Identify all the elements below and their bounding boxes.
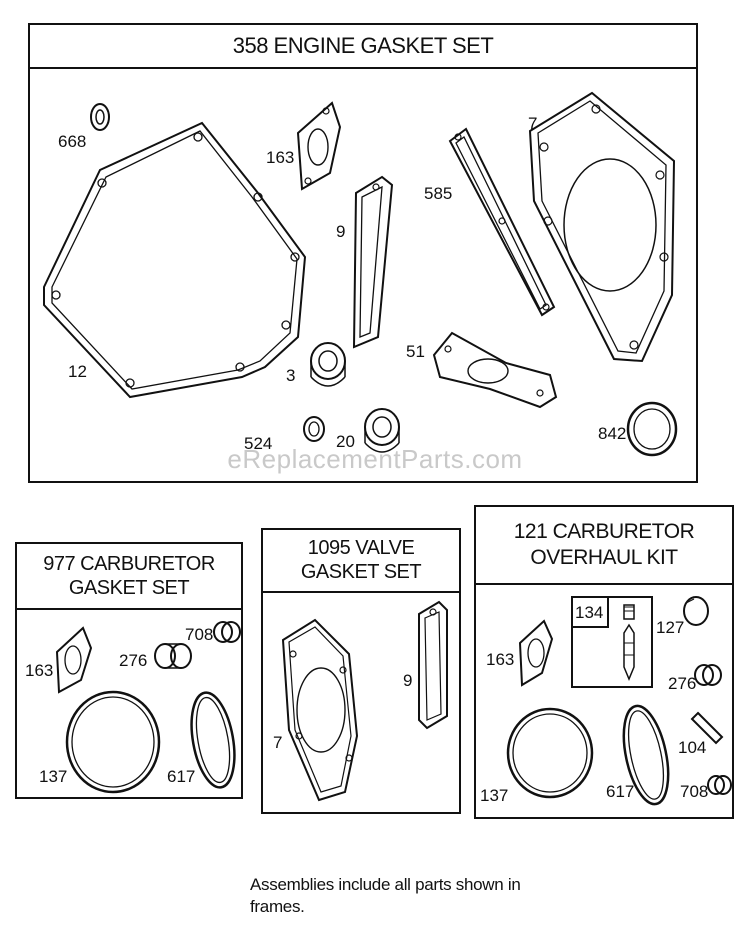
assemblies-note-line2: frames. xyxy=(250,897,305,916)
part-label-12: 12 xyxy=(68,362,87,381)
part-label-7: 7 xyxy=(528,114,537,133)
part-label-842: 842 xyxy=(598,424,626,443)
part-label-7: 7 xyxy=(273,733,282,752)
carburetor-overhaul-kit-title: 121 CARBURETOR OVERHAUL KIT xyxy=(476,507,732,585)
valve-gasket-set-title: 1095 VALVE GASKET SET xyxy=(263,530,459,593)
part-label-137: 137 xyxy=(39,767,67,786)
part-label-137: 137 xyxy=(480,786,508,805)
carburetor-overhaul-kit-frame: 121 CARBURETOR OVERHAUL KIT 134 127 163 xyxy=(474,505,734,819)
subkit-label-134: 134 xyxy=(575,603,603,622)
engine-gasket-set-title: 358 ENGINE GASKET SET xyxy=(30,25,696,69)
part-617-gasket-ring-icon[interactable] xyxy=(185,689,241,790)
carburetor-overhaul-kit-drawing: 134 127 163 276 104 137 xyxy=(480,596,732,808)
part-20-oil-seal-icon[interactable] xyxy=(364,408,400,453)
part-label-163: 163 xyxy=(486,650,514,669)
part-label-708: 708 xyxy=(680,782,708,801)
part-163-carburetor-gasket-icon[interactable] xyxy=(296,101,342,191)
part-137-gasket-ring-icon[interactable] xyxy=(65,690,161,794)
part-label-51: 51 xyxy=(406,342,425,361)
part-label-668: 668 xyxy=(58,132,86,151)
part-104-pin-icon[interactable] xyxy=(690,711,724,745)
part-276-seal-icon[interactable] xyxy=(694,664,722,686)
part-label-163: 163 xyxy=(25,661,53,680)
assemblies-note: Assemblies include all parts shown in fr… xyxy=(250,874,550,918)
part-label-276: 276 xyxy=(668,674,696,693)
part-3-oil-seal-icon[interactable] xyxy=(310,342,346,387)
part-label-524: 524 xyxy=(244,434,272,453)
part-label-127: 127 xyxy=(656,618,684,637)
part-9-valve-cover-gasket-icon[interactable] xyxy=(352,175,394,349)
valve-gasket-set-frame: 1095 VALVE GASKET SET 7 9 xyxy=(261,528,461,814)
part-9-valve-cover-gasket-icon[interactable] xyxy=(418,600,448,730)
watermark: eReplacementParts.com xyxy=(227,444,523,474)
part-163-carburetor-gasket-icon[interactable] xyxy=(55,626,93,694)
engine-gasket-set-drawing: 668 12 163 9 xyxy=(43,91,678,457)
carburetor-gasket-set-frame: 977 CARBURETOR GASKET SET 163 276 708 13… xyxy=(15,542,243,799)
part-127-welch-plug-icon[interactable] xyxy=(683,596,709,626)
part-label-3: 3 xyxy=(286,366,295,385)
part-label-708: 708 xyxy=(185,625,213,644)
part-label-20: 20 xyxy=(336,432,355,451)
part-668-seal-icon[interactable] xyxy=(90,103,110,131)
part-708-seal-icon[interactable] xyxy=(707,775,732,795)
part-label-617: 617 xyxy=(167,767,195,786)
part-163-carburetor-gasket-icon[interactable] xyxy=(518,619,554,687)
part-137-gasket-ring-icon[interactable] xyxy=(506,707,594,799)
part-label-104: 104 xyxy=(678,738,706,757)
part-12-crankcase-gasket-icon[interactable] xyxy=(43,121,307,399)
carburetor-gasket-set-drawing: 163 276 708 137 617 xyxy=(25,621,241,794)
assemblies-note-line1: Assemblies include all parts shown in xyxy=(250,875,521,894)
part-524-seal-icon[interactable] xyxy=(303,416,325,442)
part-needle-valve-icon[interactable] xyxy=(623,604,635,681)
part-708-seal-icon[interactable] xyxy=(213,621,241,643)
engine-gasket-set-frame: 358 ENGINE GASKET SET 668 12 xyxy=(28,23,698,483)
valve-gasket-set-drawing: 7 9 xyxy=(273,600,448,802)
part-label-163: 163 xyxy=(266,148,294,167)
part-label-9: 9 xyxy=(403,671,412,690)
subkit-134-frame xyxy=(571,596,653,688)
part-617-gasket-ring-icon[interactable] xyxy=(616,702,676,808)
part-label-585: 585 xyxy=(424,184,452,203)
part-7-cylinder-head-gasket-icon[interactable] xyxy=(281,618,359,802)
part-51-exhaust-gasket-icon[interactable] xyxy=(432,331,558,409)
part-7-cylinder-head-gasket-icon[interactable] xyxy=(528,91,676,363)
part-585-intake-gasket-icon[interactable] xyxy=(448,127,556,317)
part-label-276: 276 xyxy=(119,651,147,670)
carburetor-gasket-set-title: 977 CARBURETOR GASKET SET xyxy=(17,544,241,610)
part-label-9: 9 xyxy=(336,222,345,241)
part-276-seal-icon[interactable] xyxy=(154,643,192,669)
part-842-ring-icon[interactable] xyxy=(626,401,678,457)
part-label-617: 617 xyxy=(606,782,634,801)
